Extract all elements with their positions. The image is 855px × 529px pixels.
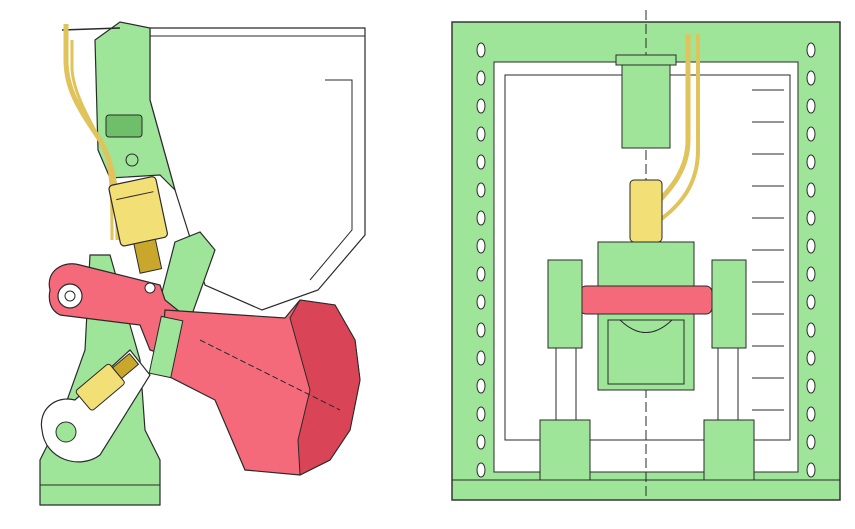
bolt-row-right <box>806 42 816 478</box>
bolt-hole <box>806 322 816 338</box>
bolt-hole <box>476 182 486 198</box>
top-rod <box>61 27 121 31</box>
bolt-hole <box>806 462 816 478</box>
side-post-right <box>711 259 747 349</box>
foot-left <box>539 419 591 481</box>
bolt-hole <box>476 238 486 254</box>
bolt-hole <box>476 378 486 394</box>
foot-right <box>703 419 755 481</box>
bolt-hole <box>806 126 816 142</box>
bolt-hole <box>476 154 486 170</box>
bolt-hole <box>806 238 816 254</box>
side-post-left <box>547 259 583 349</box>
bolt-hole <box>806 70 816 86</box>
bolt-hole <box>476 322 486 338</box>
bolt-hole <box>806 182 816 198</box>
bolt-hole <box>806 98 816 114</box>
arm-joint-icon <box>144 282 156 294</box>
hydraulic-hose <box>70 40 114 241</box>
bolt-hole <box>476 434 486 450</box>
bolt-hole <box>806 406 816 422</box>
top-block-cap <box>615 54 677 66</box>
bracket-window <box>105 114 143 138</box>
bolt-hole <box>476 210 486 226</box>
bolt-hole <box>806 294 816 310</box>
bolt-row-left <box>476 42 486 478</box>
bolt-hole <box>476 70 486 86</box>
lower-cylinder-icon <box>75 352 140 411</box>
bolt-hole <box>806 42 816 58</box>
lower-housing-inner <box>607 319 685 385</box>
hydraulic-cylinder-icon <box>629 179 663 243</box>
leg-right <box>717 347 739 429</box>
bolt-hole <box>476 406 486 422</box>
bolt-hole <box>806 266 816 282</box>
crossbar-curve <box>619 319 673 333</box>
lower-pivot-icon <box>55 421 77 443</box>
bolt-hole <box>806 350 816 366</box>
ladder-rungs <box>752 89 784 411</box>
bolt-hole <box>476 350 486 366</box>
hub-flange <box>289 299 361 476</box>
bolt-hole <box>476 126 486 142</box>
bolt-hole <box>806 154 816 170</box>
bolt-hole <box>806 210 816 226</box>
bolt-hole <box>476 98 486 114</box>
side-view <box>39 21 366 506</box>
hydraulic-hose <box>658 34 700 222</box>
hub-centerline <box>199 339 341 411</box>
front-view <box>451 10 841 501</box>
bolt-hole <box>806 378 816 394</box>
bolt-hole <box>476 42 486 58</box>
bracket-pivot-icon <box>125 153 139 167</box>
bolt-hole <box>476 266 486 282</box>
arm-pivot-center <box>64 290 76 302</box>
lower-housing <box>597 241 695 391</box>
red-crossbar <box>579 285 713 315</box>
top-block <box>621 57 671 149</box>
hull-inner-line <box>309 79 353 281</box>
leg-left <box>555 347 577 429</box>
bolt-hole <box>476 294 486 310</box>
hydraulic-cylinder-icon <box>108 176 168 274</box>
bolt-hole <box>476 462 486 478</box>
hub-collar <box>148 315 184 379</box>
bolt-hole <box>806 434 816 450</box>
mounting-bracket <box>94 21 177 193</box>
